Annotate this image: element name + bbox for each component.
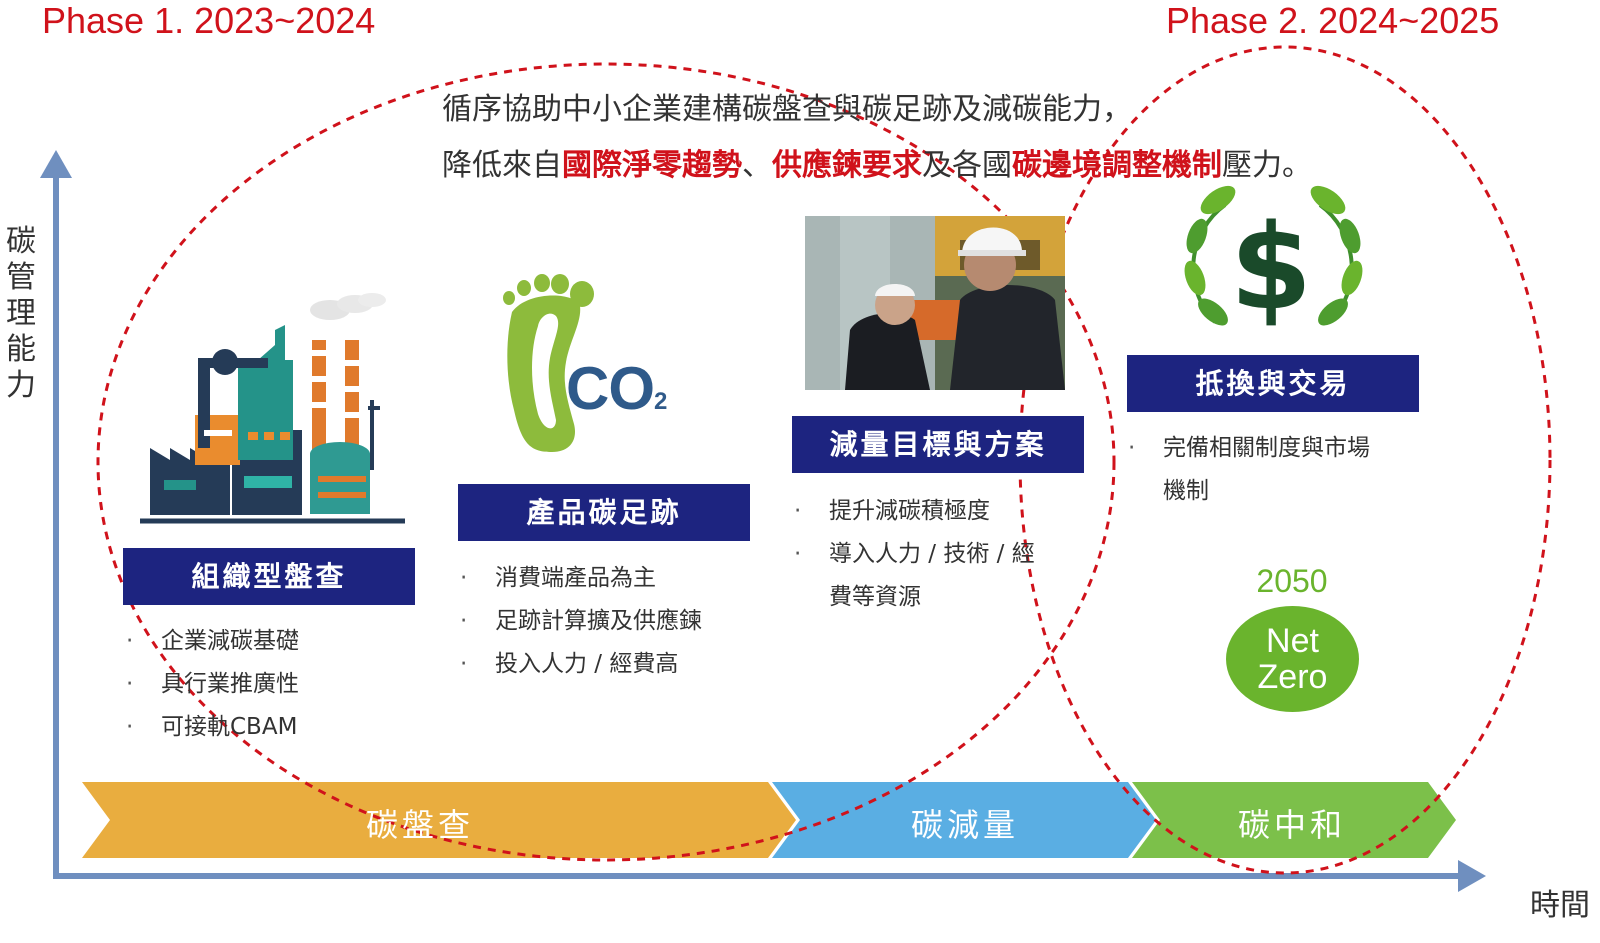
stage-label-reduction: 碳減量 xyxy=(910,806,1019,844)
money-leaf-icon: $ xyxy=(1184,185,1363,336)
list-item: 消費端產品為主 xyxy=(460,557,702,600)
card-title-product: 產品碳足跡 xyxy=(458,484,750,541)
list-item: 完備相關制度與市場 xyxy=(1128,427,1370,470)
card-bullets-product: 消費端產品為主 足跡計算擴及供應鍊 投入人力 / 經費高 xyxy=(460,557,702,686)
list-item-continuation: 費等資源 xyxy=(829,584,921,610)
list-item: 可接軌CBAM xyxy=(126,706,299,749)
factory-icon xyxy=(140,293,405,524)
stage-label-inventory: 碳盤查 xyxy=(365,806,474,844)
co2-footprint-icon xyxy=(503,274,594,452)
card-bullets-reduction: 提升減碳積極度 導入人力 / 技術 / 經 費等資源 xyxy=(794,490,1035,619)
netzero-line-2: Zero xyxy=(1257,658,1328,696)
list-item: 導入人力 / 技術 / 經 xyxy=(794,533,1035,576)
stage-arrow-neutral xyxy=(1132,782,1456,858)
intro-highlight-cbam: 碳邊境調整機制 xyxy=(1012,148,1222,183)
y-axis-arrowhead xyxy=(40,150,72,178)
card-title-offset: 抵換與交易 xyxy=(1127,355,1419,412)
intro-line-1: 循序協助中小企業建構碳盤查與碳足跡及減碳能力， xyxy=(442,92,1132,127)
co2-label: CO2 xyxy=(566,354,667,423)
list-item: 投入人力 / 經費高 xyxy=(460,643,702,686)
stage-label-neutral: 碳中和 xyxy=(1237,806,1346,844)
card-title-organization: 組織型盤查 xyxy=(123,548,415,605)
intro-text: 循序協助中小企業建構碳盤查與碳足跡及減碳能力， 降低來自國際淨零趨勢、供應鍊要求… xyxy=(442,82,1312,194)
intro-highlight-netzero: 國際淨零趨勢 xyxy=(562,148,742,183)
list-item: 具行業推廣性 xyxy=(126,663,299,706)
engineers-photo xyxy=(805,216,1065,390)
list-item: 提升減碳積極度 xyxy=(794,490,1035,533)
intro-highlight-supply: 供應鍊要求 xyxy=(772,148,922,183)
phase1-heading: Phase 1. 2023~2024 xyxy=(42,0,376,41)
card-bullets-organization: 企業減碳基礎 具行業推廣性 可接軌CBAM xyxy=(126,620,299,749)
list-item: 足跡計算擴及供應鍊 xyxy=(460,600,702,643)
phase2-heading: Phase 2. 2024~2025 xyxy=(1166,0,1500,41)
stage-arrow-reduction xyxy=(772,782,1156,858)
x-axis-arrowhead xyxy=(1458,860,1486,892)
netzero-badge: Net Zero xyxy=(1226,606,1359,712)
target-year: 2050 xyxy=(1256,563,1328,599)
intro-segment: 降低來自 xyxy=(442,148,562,183)
list-item-continuation: 機制 xyxy=(1163,478,1209,504)
x-axis-label: 時間 xyxy=(1530,888,1590,923)
stage-arrow-inventory xyxy=(82,782,796,858)
card-bullets-offset: 完備相關制度與市場 機制 xyxy=(1128,427,1370,513)
intro-segment: 、 xyxy=(742,148,772,183)
svg-text:$: $ xyxy=(1230,198,1312,336)
intro-line-2: 降低來自國際淨零趨勢、供應鍊要求及各國碳邊境調整機制壓力。 xyxy=(442,138,1312,194)
y-axis-label: 碳管理能力 xyxy=(6,224,36,403)
phase1-circle xyxy=(96,62,1116,862)
netzero-line-1: Net xyxy=(1266,622,1319,660)
phase2-circle xyxy=(1018,45,1552,875)
intro-segment: 壓力。 xyxy=(1222,148,1312,183)
card-title-reduction: 減量目標與方案 xyxy=(792,416,1084,473)
co2-subscript: 2 xyxy=(654,388,667,415)
list-item: 企業減碳基礎 xyxy=(126,620,299,663)
co2-text: CO xyxy=(566,355,655,422)
intro-segment: 及各國 xyxy=(922,148,1012,183)
